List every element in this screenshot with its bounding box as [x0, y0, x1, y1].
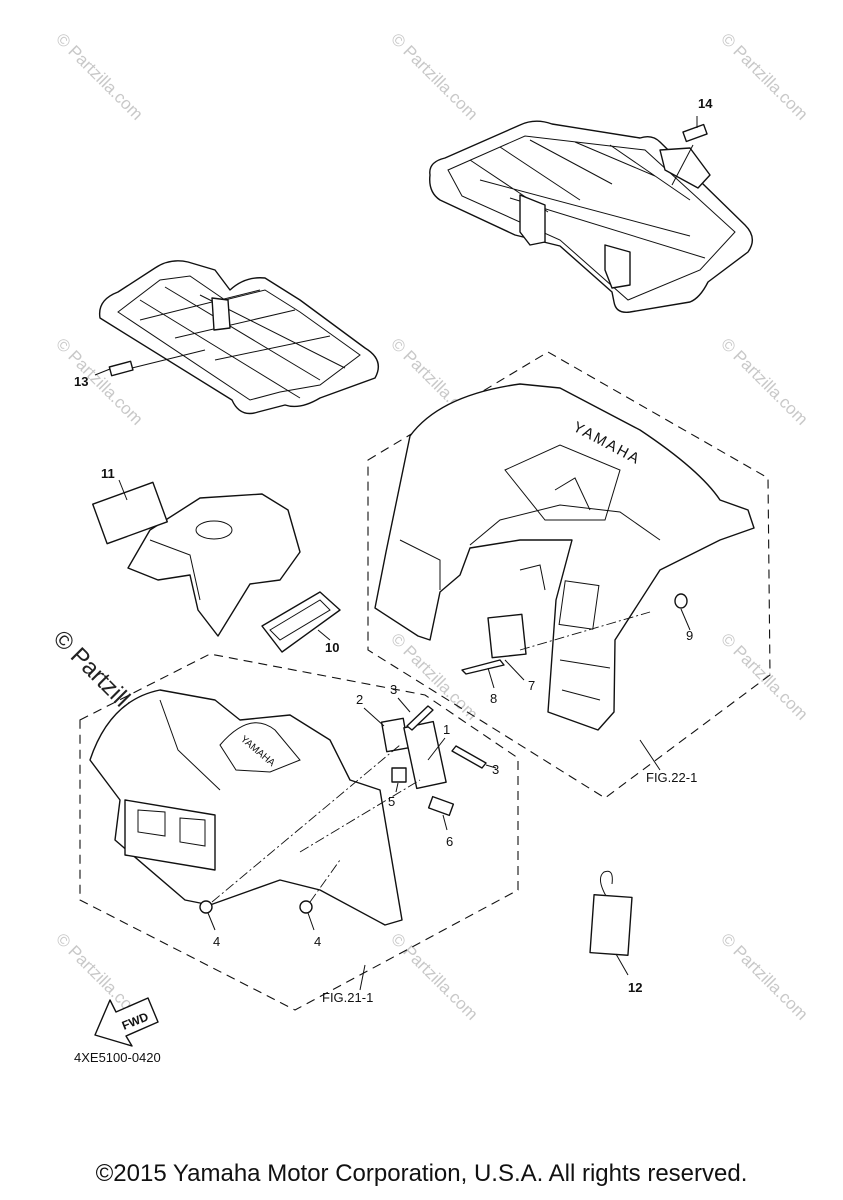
callout-3a: 3: [390, 682, 397, 697]
watermark: © Partzilla.com: [717, 629, 811, 723]
rear-fender-group-outline: [367, 351, 771, 799]
callout-9: 9: [686, 628, 693, 643]
callout-1: 1: [443, 722, 450, 737]
tag-12: [589, 870, 633, 956]
watermark: © Partzilla.com: [717, 929, 811, 1023]
fig-ref-22-1: FIG.22-1: [646, 770, 697, 785]
rivet-8: [461, 659, 505, 675]
watermark: © Partzilla.com: [52, 29, 146, 123]
label-13: [108, 360, 134, 377]
callout-8: 8: [490, 691, 497, 706]
grommet-4b: [299, 900, 313, 914]
watermark: © Partzilla.com: [387, 929, 481, 1023]
watermark: © Partzilla.com: [717, 334, 811, 428]
label-14: [682, 123, 708, 143]
callout-13: 13: [74, 374, 88, 389]
watermark: © Partzilla.com: [387, 629, 481, 723]
rear-carrier: [429, 120, 753, 313]
callout-12: 12: [628, 980, 642, 995]
grommet-4a: [199, 900, 213, 914]
decal-10: [261, 591, 341, 653]
label-6: [427, 795, 455, 817]
callout-2: 2: [356, 692, 363, 707]
callout-6: 6: [446, 834, 453, 849]
callout-10: 10: [325, 640, 339, 655]
fig-ref-21-1: FIG.21-1: [322, 990, 373, 1005]
grommet-9: [674, 593, 688, 609]
callout-14: 14: [698, 96, 713, 111]
diagram-code: 4XE5100-0420: [74, 1050, 161, 1065]
watermark: © Partzilla.com: [717, 29, 811, 123]
callout-4b: 4: [314, 934, 321, 949]
callout-5: 5: [388, 794, 395, 809]
plate-7: [487, 613, 527, 659]
rivet-3a: [406, 705, 434, 731]
label-5: [391, 767, 407, 783]
rear-fender: [374, 383, 755, 731]
plate-1: [403, 720, 447, 790]
front-fender: [89, 689, 403, 926]
decal-11: [92, 481, 168, 545]
copyright-notice: ©2015 Yamaha Motor Corporation, U.S.A. A…: [95, 1160, 748, 1187]
watermark: © Partzilla.com: [52, 334, 146, 428]
front-fender-group-outline: [79, 653, 519, 1011]
callout-4a: 4: [213, 934, 220, 949]
headlight-cover: [127, 493, 301, 637]
callout-7: 7: [528, 678, 535, 693]
plate-2: [380, 717, 410, 753]
callout-3b: 3: [492, 762, 499, 777]
callout-11: 11: [101, 466, 115, 481]
rivet-3b: [451, 745, 487, 769]
fwd-arrow-icon: FWD: [94, 997, 159, 1047]
front-carrier: [98, 260, 379, 415]
watermark: © Partzilla.com: [387, 29, 481, 123]
